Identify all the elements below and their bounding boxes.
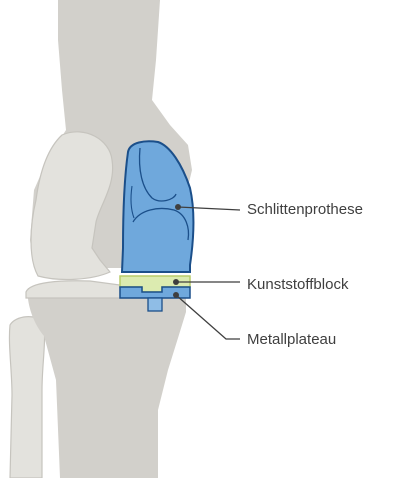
label-sled-prosthesis: Schlittenprothese bbox=[247, 202, 363, 217]
fibula-bone bbox=[9, 317, 44, 478]
tibia-bone bbox=[28, 288, 186, 478]
plateau-peg bbox=[148, 298, 162, 311]
label-metal-plateau: Metallplateau bbox=[247, 332, 336, 347]
label-insert-block: Kunststoffblock bbox=[247, 277, 348, 292]
tibia-plateau bbox=[26, 281, 120, 298]
